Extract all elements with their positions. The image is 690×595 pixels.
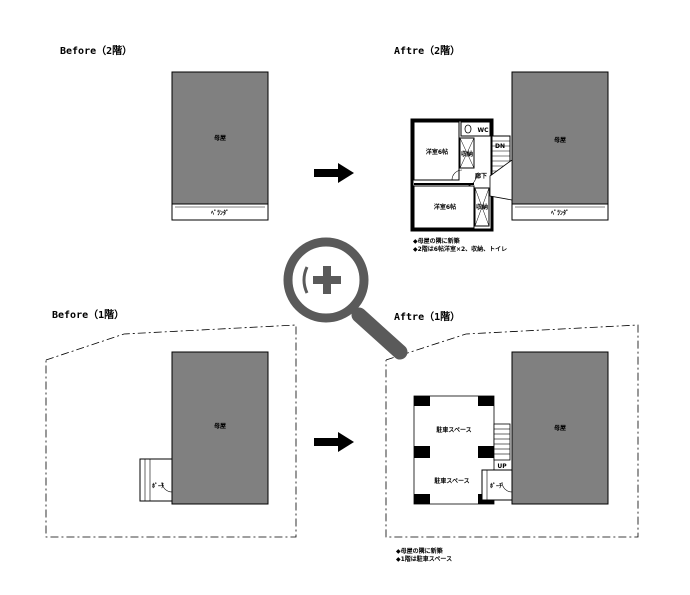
storage-upper-label: 収納 bbox=[461, 150, 473, 158]
main-house-block bbox=[171, 71, 269, 205]
main-house-label: 母屋 bbox=[554, 136, 566, 144]
after-1f-notes: ◆母屋の隣に新築 ◆1階は駐車スペース bbox=[396, 548, 452, 564]
note-line: ◆1階は駐車スペース bbox=[396, 556, 453, 563]
main-house-label: 母屋 bbox=[554, 424, 566, 432]
after-2f-plan: 母屋 ﾍﾞﾗﾝﾀﾞ 洋室6帖 洋室6帖 bbox=[410, 71, 609, 232]
before-1f-plan: 母屋 ﾎﾟｰﾁ bbox=[45, 324, 297, 538]
parking-upper-label: 駐車スペース bbox=[436, 426, 471, 434]
title-before-2f: Before（2階） bbox=[60, 46, 133, 57]
balcony-label: ﾍﾞﾗﾝﾀﾞ bbox=[550, 209, 569, 217]
note-line: ◆母屋の隣に新築 bbox=[413, 238, 460, 245]
balcony-label: ﾍﾞﾗﾝﾀﾞ bbox=[210, 209, 229, 217]
main-house-block bbox=[511, 351, 609, 505]
site-boundary bbox=[385, 324, 639, 538]
porch-label: ﾎﾟｰﾁ bbox=[152, 482, 164, 490]
zoom-in-magnifier-icon[interactable] bbox=[283, 237, 408, 360]
parking-lower-label: 駐車スペース bbox=[434, 477, 469, 485]
balcony bbox=[171, 203, 269, 221]
main-house-label: 母屋 bbox=[214, 422, 226, 430]
room-lower-label: 洋室6帖 bbox=[434, 203, 456, 211]
main-house-label: 母屋 bbox=[214, 134, 226, 142]
porch-label: ﾎﾟｰﾁ bbox=[490, 482, 502, 490]
note-line: ◆2階は6帖洋室×2、収納、トイレ bbox=[413, 246, 508, 253]
wc-label: WC bbox=[477, 127, 489, 134]
main-house-block bbox=[171, 351, 269, 505]
room-upper-label: 洋室6帖 bbox=[426, 148, 448, 156]
hallway-label: 廊下 bbox=[475, 172, 487, 180]
after-1f-plan: 母屋 駐車スペース 駐車スペース UP ﾎﾟｰﾁ bbox=[385, 324, 639, 538]
title-after-2f: Aftre（2階） bbox=[394, 46, 461, 57]
balcony bbox=[511, 203, 609, 221]
site-boundary bbox=[45, 324, 297, 538]
up-label: UP bbox=[497, 463, 507, 470]
note-line: ◆母屋の隣に新築 bbox=[396, 548, 443, 555]
after-2f-notes: ◆母屋の隣に新築 ◆2階は6帖洋室×2、収納、トイレ bbox=[413, 238, 507, 254]
title-after-1f: Aftre（1階） bbox=[394, 312, 461, 323]
right-arrow-icon bbox=[314, 163, 354, 183]
before-2f-plan: 母屋 ﾍﾞﾗﾝﾀﾞ bbox=[171, 71, 269, 221]
right-arrow-icon bbox=[314, 432, 354, 452]
storage-lower-label: 収納 bbox=[476, 203, 488, 211]
dn-label: DN bbox=[495, 143, 505, 150]
title-before-1f: Before（1階） bbox=[52, 310, 125, 321]
